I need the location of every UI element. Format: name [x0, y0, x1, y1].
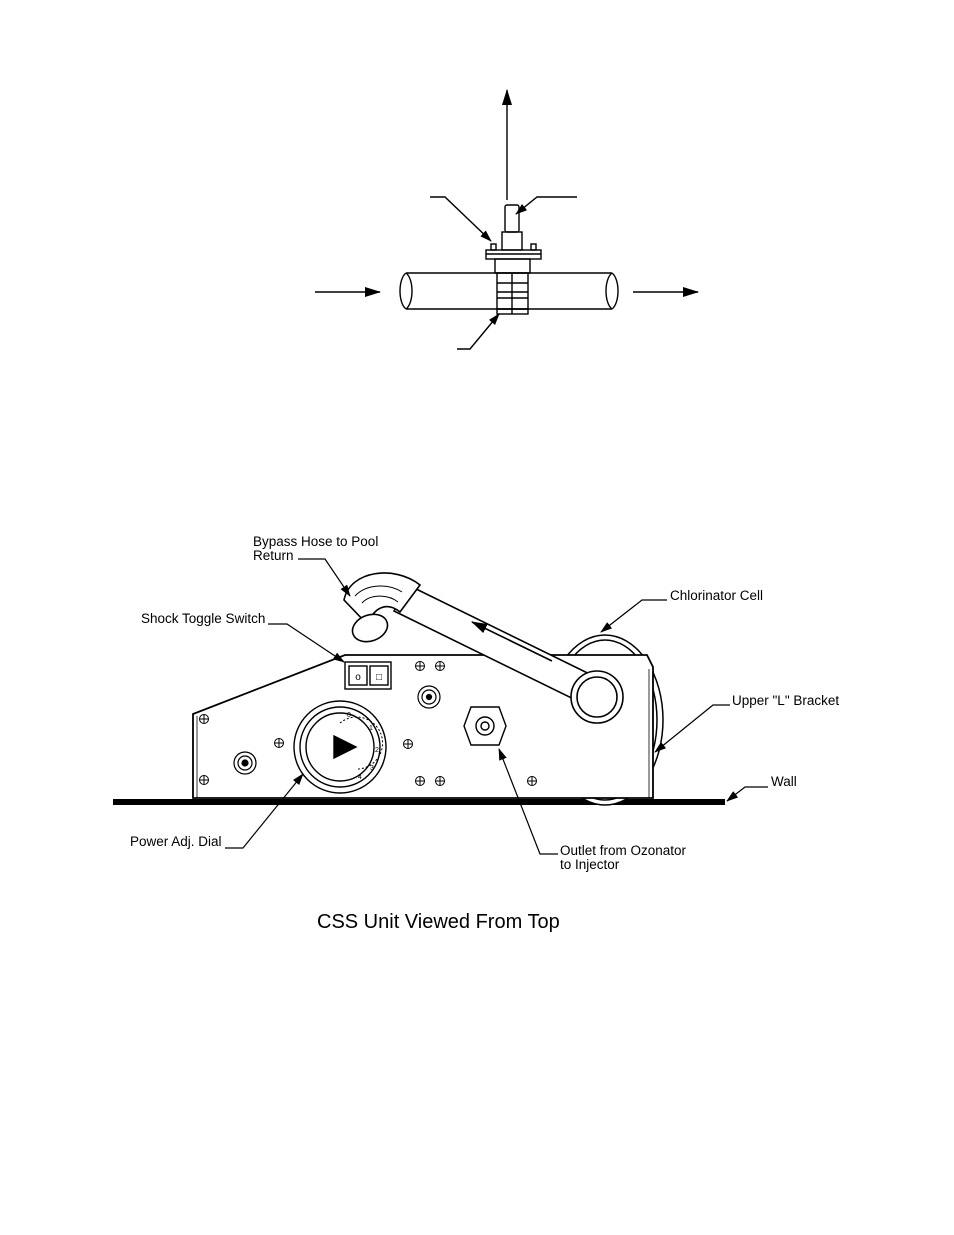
- leader-shock-switch: [268, 623, 345, 663]
- label-shock-toggle-switch: Shock Toggle Switch: [141, 611, 265, 626]
- dial-tick-3: 3: [370, 765, 374, 772]
- top-fitting-diagram: [315, 89, 699, 350]
- injector-fitting: [485, 204, 542, 315]
- label-outlet-line2: to Injector: [560, 857, 620, 872]
- label-chlorinator-cell: Chlorinator Cell: [670, 588, 763, 603]
- leader-power-dial: [225, 773, 304, 849]
- screw-icon: [403, 739, 413, 749]
- screw-icon: [415, 661, 425, 671]
- label-outlet-line1: Outlet from Ozonator: [560, 843, 687, 858]
- label-power-adj-dial: Power Adj. Dial: [130, 834, 222, 849]
- label-upper-l-bracket: Upper "L" Bracket: [732, 693, 839, 708]
- connector-icon: [417, 685, 441, 709]
- dial-tick-4: 4: [358, 774, 362, 781]
- switch-off-symbol: o: [355, 672, 361, 683]
- bypass-hose: [343, 572, 624, 724]
- leader-bypass-hose: [298, 558, 351, 597]
- shock-toggle-switch: [344, 661, 392, 690]
- screw-icon: [415, 776, 425, 786]
- hose-flow-arrow: [471, 621, 553, 662]
- power-adj-dial: [293, 700, 387, 794]
- screws: [199, 661, 537, 786]
- diagram-caption: CSS Unit Viewed From Top: [317, 911, 560, 933]
- connector-icon: [233, 751, 257, 775]
- screw-icon: [199, 775, 209, 785]
- css-unit-top-view: o □: [113, 534, 839, 933]
- leader-left: [430, 196, 492, 242]
- leader-right: [515, 196, 577, 215]
- leader-wall: [726, 786, 768, 802]
- screw-icon: [527, 776, 537, 786]
- leader-l-bracket: [654, 704, 730, 753]
- dial-tick-2: 2: [375, 747, 379, 754]
- dial-tick-1: 1: [369, 725, 373, 732]
- dial-tick-0: 0: [347, 712, 351, 719]
- leader-bottom: [457, 313, 500, 350]
- leader-outlet: [498, 748, 558, 855]
- leader-chlorinator: [600, 599, 667, 633]
- screw-icon: [274, 738, 284, 748]
- screw-icon: [435, 776, 445, 786]
- screw-icon: [435, 661, 445, 671]
- label-wall: Wall: [771, 774, 797, 789]
- switch-on-symbol: □: [376, 672, 382, 683]
- label-bypass-hose-line2: Return: [253, 548, 294, 563]
- ozonator-outlet-fitting: [463, 706, 507, 746]
- pipe: [399, 272, 619, 310]
- dial-pointer-icon: [333, 734, 358, 760]
- screw-icon: [199, 714, 209, 724]
- label-bypass-hose-line1: Bypass Hose to Pool: [253, 534, 378, 549]
- wall-bar: [113, 799, 725, 805]
